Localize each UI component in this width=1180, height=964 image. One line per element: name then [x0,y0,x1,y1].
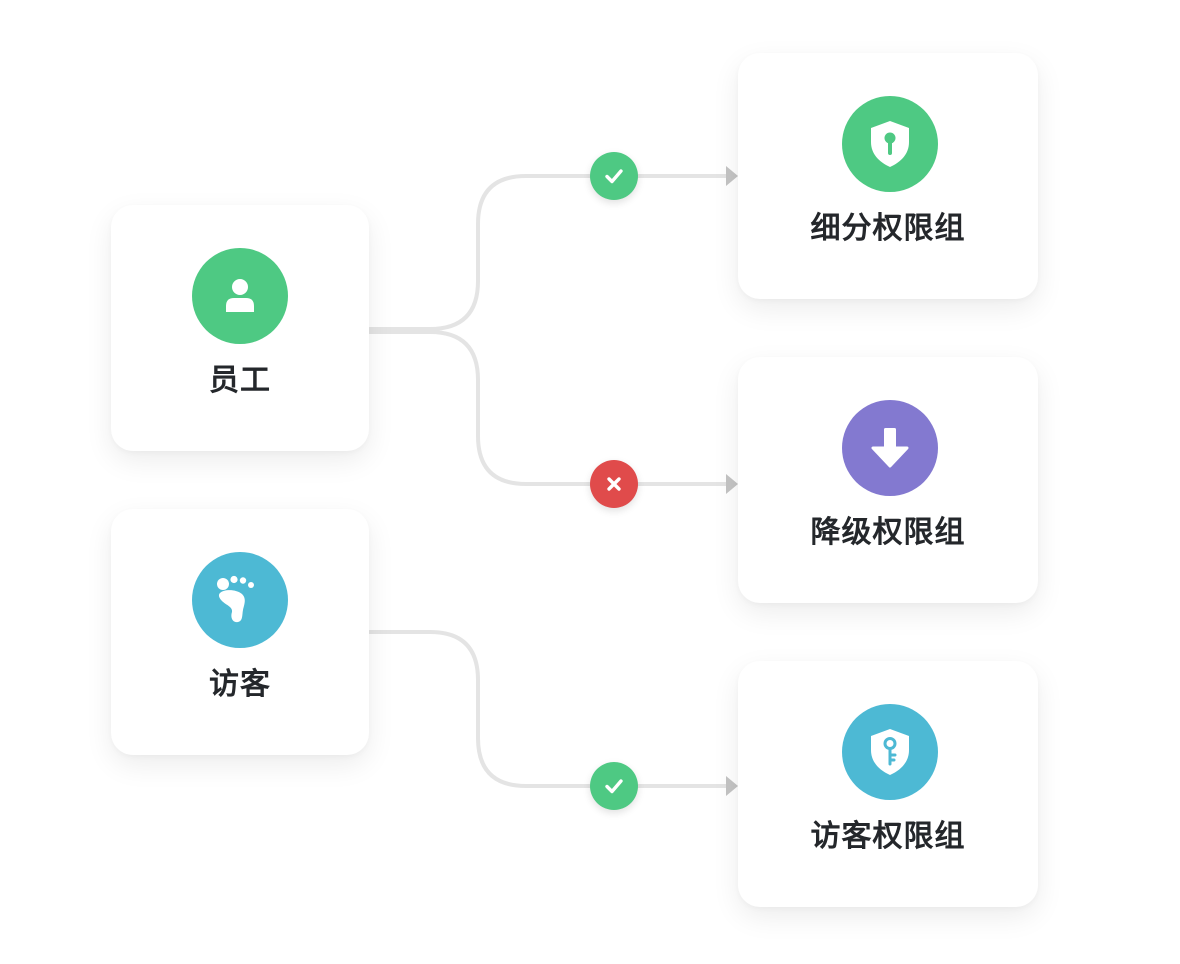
cross-icon [607,477,621,491]
target-label: 访客权限组 [810,819,966,854]
fine-icon-circle [842,96,938,192]
connector-visitor-to-visitor-group [368,630,731,788]
status-badge-allowed [590,762,638,810]
arrow-head-downgrade [726,474,738,494]
shield-key-icon [871,729,909,775]
footprint-icon [217,575,254,623]
source-card-staff: 员工 [111,205,369,451]
arrow-head-fine [726,166,738,186]
target-label: 细分权限组 [810,211,966,246]
target-card-visitor-group: 访客权限组 [738,661,1038,907]
source-card-visitor: 访客 [111,509,369,755]
source-label: 访客 [209,667,271,702]
source-label: 员工 [209,363,271,398]
arrow-down-icon [871,428,909,468]
visitor-icon-circle [192,552,288,648]
check-icon [605,779,623,794]
target-card-fine-grained: 细分权限组 [738,53,1038,299]
target-label: 降级权限组 [810,515,966,550]
downgrade-icon-circle [842,400,938,496]
visitor-group-icon-circle [842,704,938,800]
target-card-downgrade: 降级权限组 [738,357,1038,603]
status-badge-allowed [590,152,638,200]
connector-paths [368,174,731,788]
connector-staff-to-fine [368,174,731,331]
arrow-head-visitor-group [726,776,738,796]
person-icon [226,279,254,312]
shield-keyhole-icon [871,121,909,167]
check-icon [605,169,623,184]
status-badge-denied [590,460,638,508]
staff-icon-circle [192,248,288,344]
arrow-heads [726,166,738,796]
connector-staff-to-downgrade [368,330,731,486]
